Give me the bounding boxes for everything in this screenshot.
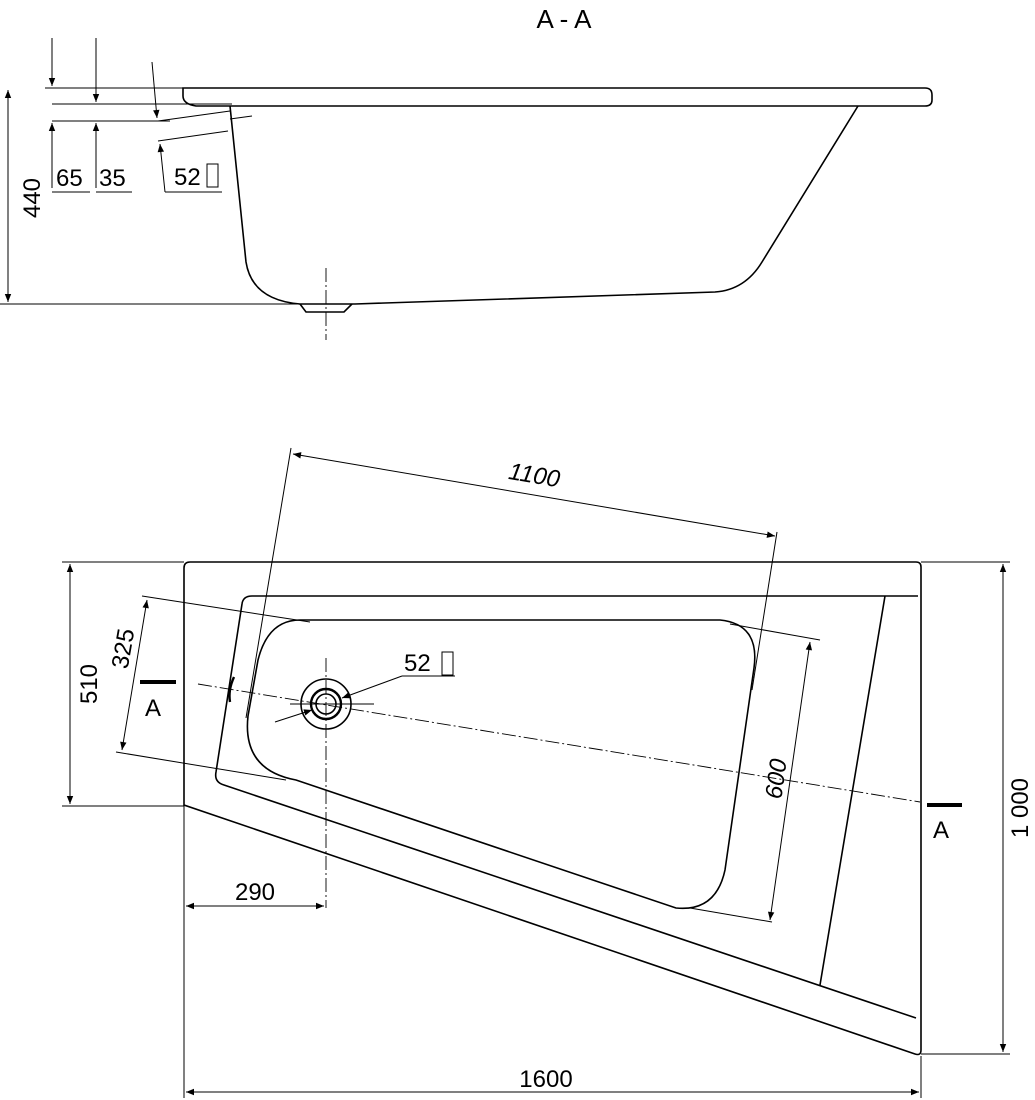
dim-290-label: 290 bbox=[235, 879, 275, 906]
dim-440-label: 440 bbox=[19, 178, 46, 218]
dim-325-label: 325 bbox=[107, 627, 141, 671]
plan-dim-52-arrow-b bbox=[274, 709, 313, 723]
plan-basin bbox=[246, 619, 756, 910]
dim-1100-ext-left bbox=[245, 447, 292, 719]
section-view: A - A 440 65 35 52 bbox=[0, 4, 933, 340]
dim-1100-ext-right bbox=[751, 531, 778, 691]
dim-325-ext-bottom bbox=[115, 751, 287, 781]
section-drain bbox=[299, 303, 353, 313]
diameter-symbol bbox=[206, 163, 219, 188]
section-overflow-line-6 bbox=[229, 115, 253, 120]
dim-52-line-bottom bbox=[157, 143, 166, 193]
plan-overflow bbox=[228, 676, 236, 703]
plan-outer-outline bbox=[183, 561, 922, 1056]
dim-52-line-top bbox=[151, 61, 160, 119]
dim-1600-label: 1600 bbox=[519, 1066, 572, 1093]
dim-1100-label: 1100 bbox=[507, 458, 563, 493]
plan-view: 52 1100 325 A 510 600 A 1 000 bbox=[62, 447, 1034, 1098]
section-marker-left: A bbox=[145, 695, 161, 722]
dim-1100-line bbox=[292, 452, 776, 538]
dim-1000-label: 1 000 bbox=[1007, 778, 1034, 838]
dim-35-label: 35 bbox=[99, 165, 126, 192]
dim-600-ext-bottom bbox=[689, 907, 773, 923]
plan-inner-rim bbox=[214, 595, 918, 1019]
dim-600-label: 600 bbox=[760, 757, 792, 801]
dim-510-label: 510 bbox=[76, 664, 103, 704]
section-title: A - A bbox=[537, 4, 593, 34]
section-tub-body bbox=[229, 105, 859, 305]
plan-dim-52-label: 52 bbox=[404, 650, 431, 677]
dim-325-ext-top bbox=[141, 595, 311, 623]
plan-dim-52-arrow-a bbox=[341, 675, 403, 699]
section-overflow-line-4 bbox=[157, 110, 231, 122]
dim-65-label: 65 bbox=[56, 165, 83, 192]
section-rim bbox=[182, 87, 933, 107]
section-marker-right: A bbox=[933, 817, 949, 844]
dim-600-line bbox=[767, 641, 813, 921]
dim-52-label: 52 bbox=[174, 164, 201, 191]
dim-325-line bbox=[120, 599, 149, 751]
section-overflow-line-5 bbox=[157, 130, 229, 142]
plan-diameter-symbol bbox=[441, 651, 454, 676]
dim-600-ext-top bbox=[729, 623, 821, 641]
